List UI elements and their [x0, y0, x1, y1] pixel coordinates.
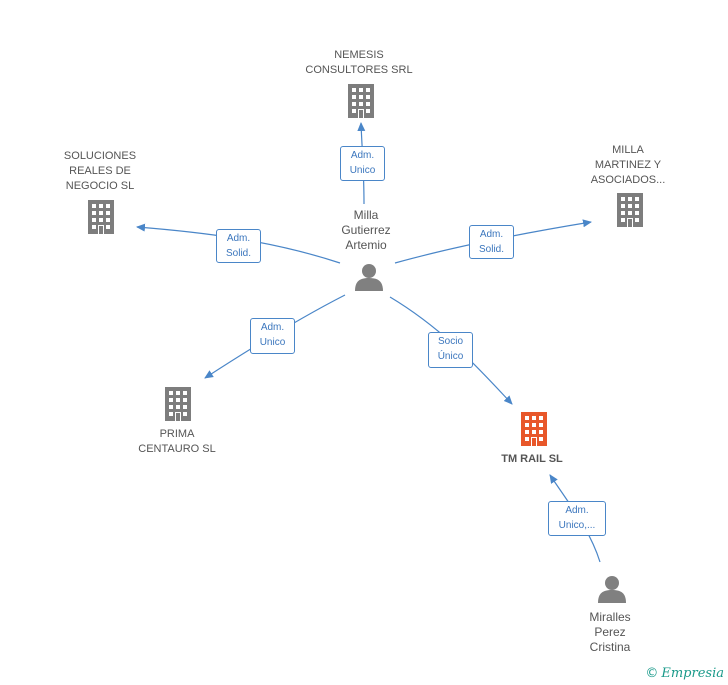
nemesis-building-icon[interactable]	[348, 84, 374, 118]
miralles-label[interactable]: Miralles Perez Cristina	[589, 610, 631, 654]
prima-label[interactable]: PRIMA CENTAURO SL	[138, 428, 216, 455]
milla-martinez-label[interactable]: MILLA MARTINEZ Y ASOCIADOS...	[590, 144, 666, 186]
prima-building-icon[interactable]	[165, 387, 191, 421]
soluciones-building-icon[interactable]	[88, 200, 114, 234]
nemesis-label[interactable]: NEMESIS CONSULTORES SRL	[305, 49, 413, 76]
edge-label-milla-martinez[interactable]: Adm. Solid.	[469, 225, 514, 259]
edge-label-soluciones[interactable]: Adm. Solid.	[216, 229, 261, 263]
tm-rail-building-icon[interactable]	[521, 412, 547, 446]
empresia-logo: Empresia	[661, 666, 724, 681]
milla-gutierrez-person-icon[interactable]	[355, 264, 383, 291]
edge-label-miralles[interactable]: Adm. Unico,...	[548, 501, 606, 536]
miralles-person-icon[interactable]	[598, 576, 626, 603]
milla-martinez-building-icon[interactable]	[617, 193, 643, 227]
empresia-credit: ©Empresia	[645, 666, 724, 681]
edge-label-prima[interactable]: Adm. Unico	[250, 318, 295, 354]
edge-label-tm-rail[interactable]: Socio Único	[428, 332, 473, 368]
soluciones-label[interactable]: SOLUCIONES REALES DE NEGOCIO SL	[63, 150, 137, 192]
milla-gutierrez-label[interactable]: Milla Gutierrez Artemio	[341, 208, 391, 252]
copyright-icon: ©	[645, 666, 659, 681]
tm-rail-label[interactable]: TM RAIL SL	[501, 453, 563, 465]
edge-label-nemesis[interactable]: Adm. Unico	[340, 146, 385, 181]
